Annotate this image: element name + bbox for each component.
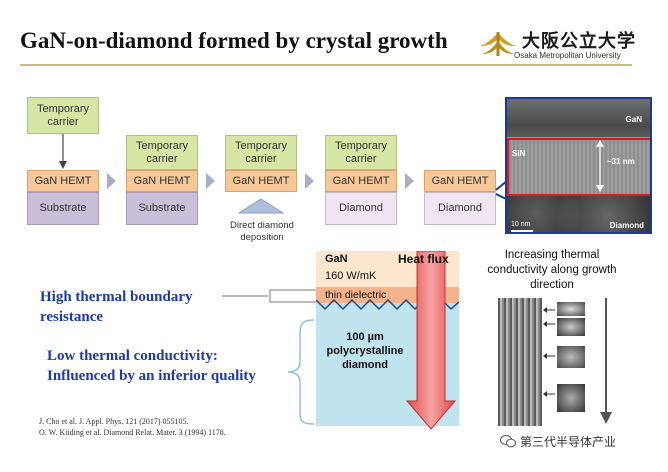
logo-name-jp: 大阪公立大学 — [522, 31, 636, 51]
page-title: GaN-on-diamond formed by crystal growth — [20, 28, 448, 53]
step2-temporary-carrier: Temporary carrier — [126, 135, 198, 170]
tem-scale-bar — [511, 230, 533, 232]
dielectric-label: thin dielectric — [325, 289, 387, 301]
flow-chevron-icon — [206, 173, 215, 189]
tem-sin-label: SiN — [512, 149, 526, 158]
tem-scale-label: 10 nm — [511, 221, 531, 228]
step5-gan-hemt: GaN HEMT — [424, 170, 496, 192]
step1-substrate: Substrate — [27, 192, 99, 225]
tem-thickness-label: ~31 nm — [607, 157, 635, 166]
logo-name-en: Osaka Metropolitan University — [514, 51, 621, 60]
conductivity-brace — [287, 319, 315, 425]
step5-diamond: Diamond — [424, 192, 496, 225]
increasing-conductivity-label: Increasing thermal conductivity along gr… — [487, 249, 617, 291]
tem-gan-label: GaN — [625, 115, 642, 124]
flow-chevron-icon — [305, 173, 314, 189]
step4-diamond: Diamond — [325, 192, 397, 225]
deposition-triangle-icon — [238, 198, 284, 214]
title-divider — [20, 64, 632, 66]
step2-gan-hemt: GaN HEMT — [126, 170, 198, 192]
heat-flux-arrow-icon — [405, 251, 457, 430]
reference-1: J. Cho et al. J. Appl. Phys. 121 (2017) … — [39, 417, 189, 426]
step2-substrate: Substrate — [126, 192, 198, 225]
step1-gan-hemt: GaN HEMT — [27, 170, 99, 192]
thickness-arrow-icon — [596, 140, 604, 192]
heat-flux-label: Heat flux — [398, 252, 449, 266]
gan-layer-label: GaN — [325, 253, 348, 265]
boundary-pointer — [222, 289, 316, 303]
tem-image: GaN SiN ~31 nm Diamond 10 nm — [505, 97, 652, 234]
low-conductivity-label: Low thermal conductivity: Influenced by … — [47, 348, 256, 384]
growth-direction-arrow-icon — [600, 298, 612, 424]
sem-inset-image — [557, 346, 585, 368]
gan-conductivity-label: 160 W/mK — [325, 270, 377, 282]
step3-gan-hemt: GaN HEMT — [225, 170, 297, 192]
diamond-layer-label: 100 µm polycrystalline diamond — [326, 331, 404, 371]
flow-chevron-icon — [107, 173, 116, 189]
sem-inset-image — [557, 384, 585, 412]
step4-gan-hemt: GaN HEMT — [325, 170, 397, 192]
deposition-label: Direct diamond deposition — [230, 220, 294, 243]
sem-inset-image — [557, 302, 585, 316]
down-arrow-icon — [59, 134, 67, 169]
boundary-resistance-label: High thermal boundary resistance — [40, 289, 193, 325]
university-logo-icon — [480, 32, 516, 56]
step1-temporary-carrier: Temporary carrier — [27, 97, 99, 134]
wechat-icon — [500, 434, 516, 448]
sem-cross-section-image — [498, 298, 542, 426]
watermark-text: 第三代半导体产业 — [520, 435, 617, 449]
sem-inset-image — [557, 318, 585, 336]
tem-diamond-label: Diamond — [609, 221, 644, 230]
flow-chevron-icon — [405, 173, 414, 189]
sem-pointer-arrows — [543, 307, 555, 397]
step4-temporary-carrier: Temporary carrier — [325, 135, 397, 170]
step3-temporary-carrier: Temporary carrier — [225, 135, 297, 170]
reference-2: O. W. Kiiding et al. Diamond Relat. Mate… — [39, 428, 226, 437]
